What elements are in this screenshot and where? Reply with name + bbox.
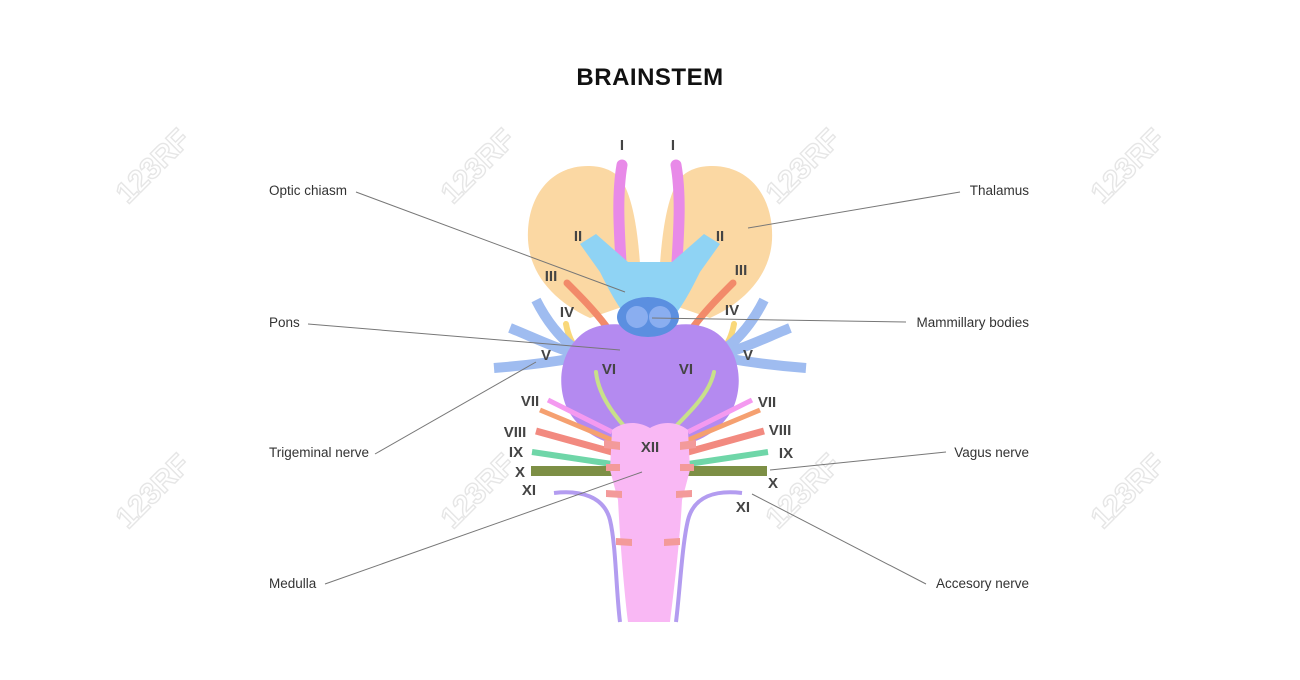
leader-thalamus bbox=[747, 191, 961, 229]
vagus-nerve-right bbox=[685, 466, 767, 476]
vestibulocochlear-nerve-right bbox=[687, 407, 761, 443]
numeral-XI-right: XI bbox=[736, 499, 750, 516]
leader-optic-chiasm bbox=[355, 191, 626, 293]
glossopharyngeal-nerve-right bbox=[687, 449, 769, 467]
watermark: 123RF bbox=[110, 448, 197, 535]
numeral-VIII-left: VIII bbox=[504, 424, 527, 441]
leader-pons bbox=[307, 323, 621, 351]
numeral-II-right: II bbox=[716, 228, 724, 245]
label-trigeminal-nerve: Trigeminal nerve bbox=[269, 445, 369, 460]
leader-accessory bbox=[751, 493, 927, 585]
facial-nerve-right bbox=[686, 397, 754, 435]
pons-shape bbox=[561, 324, 739, 446]
watermark: 123RF bbox=[1085, 123, 1172, 210]
numeral-I-right: I bbox=[671, 137, 675, 154]
label-optic-chiasm: Optic chiasm bbox=[269, 183, 347, 198]
numeral-III-left: III bbox=[545, 268, 558, 285]
numeral-VII-right: VII bbox=[758, 394, 776, 411]
numeral-X-left: X bbox=[515, 464, 525, 481]
numeral-VIII-right: VIII bbox=[769, 422, 792, 439]
abducens-nerve-right bbox=[674, 370, 716, 428]
leader-vagus bbox=[769, 451, 947, 471]
optic-chiasm-shape bbox=[580, 234, 720, 330]
diagram-title: BRAINSTEM bbox=[576, 64, 724, 91]
facial-nerve-left bbox=[546, 397, 614, 435]
accessory-nerve-right bbox=[674, 490, 743, 623]
numeral-IX-left: IX bbox=[509, 444, 523, 461]
medulla-shape bbox=[610, 423, 690, 622]
oculomotor-nerve-right bbox=[690, 279, 737, 330]
mammillary-body-right bbox=[649, 306, 671, 328]
numeral-VI-right: VI bbox=[679, 361, 693, 378]
numeral-VII-left: VII bbox=[521, 393, 539, 410]
oculomotor-nerve-left bbox=[563, 279, 610, 330]
label-thalamus: Thalamus bbox=[970, 183, 1030, 198]
leader-medulla bbox=[324, 471, 643, 585]
mammillary-body-left bbox=[626, 306, 648, 328]
vagus-nerve-left bbox=[531, 466, 615, 476]
hypoglossal-rootlets bbox=[604, 440, 696, 546]
leader-lines bbox=[307, 191, 961, 585]
label-vagus-nerve: Vagus nerve bbox=[954, 445, 1029, 460]
numeral-XII: XII bbox=[641, 439, 659, 456]
vestibulocochlear-nerve-right-2 bbox=[687, 427, 765, 456]
numeral-XI-left: XI bbox=[522, 482, 536, 499]
cranial-nerve-numerals: I I II II III III IV IV V V VI VI VII VI… bbox=[504, 137, 793, 516]
numeral-V-left: V bbox=[541, 347, 551, 364]
numeral-III-right: III bbox=[735, 262, 748, 279]
label-pons: Pons bbox=[269, 315, 300, 330]
numeral-IV-right: IV bbox=[725, 302, 739, 319]
numeral-IX-right: IX bbox=[779, 445, 793, 462]
label-accessory-nerve: Accesory nerve bbox=[936, 576, 1029, 591]
label-mammillary-bodies: Mammillary bodies bbox=[916, 315, 1029, 330]
accessory-nerve-left bbox=[553, 490, 622, 623]
numeral-VI-left: VI bbox=[602, 361, 616, 378]
vestibulocochlear-nerve-left bbox=[539, 407, 613, 443]
numeral-IV-left: IV bbox=[560, 304, 574, 321]
leader-trigeminal bbox=[374, 361, 537, 455]
label-medulla: Medulla bbox=[269, 576, 317, 591]
watermark: 123RF bbox=[435, 123, 522, 210]
numeral-II-left: II bbox=[574, 228, 582, 245]
watermark: 123RF bbox=[760, 123, 847, 210]
numeral-I-left: I bbox=[620, 137, 624, 154]
watermark: 123RF bbox=[110, 123, 197, 210]
abducens-nerve-left bbox=[594, 370, 626, 428]
leader-mammillary bbox=[651, 317, 907, 323]
glossopharyngeal-nerve-left bbox=[531, 449, 613, 467]
watermark: 123RF bbox=[1085, 448, 1172, 535]
numeral-X-right: X bbox=[768, 475, 778, 492]
numeral-V-right: V bbox=[743, 347, 753, 364]
vestibulocochlear-nerve-left-2 bbox=[535, 427, 613, 456]
